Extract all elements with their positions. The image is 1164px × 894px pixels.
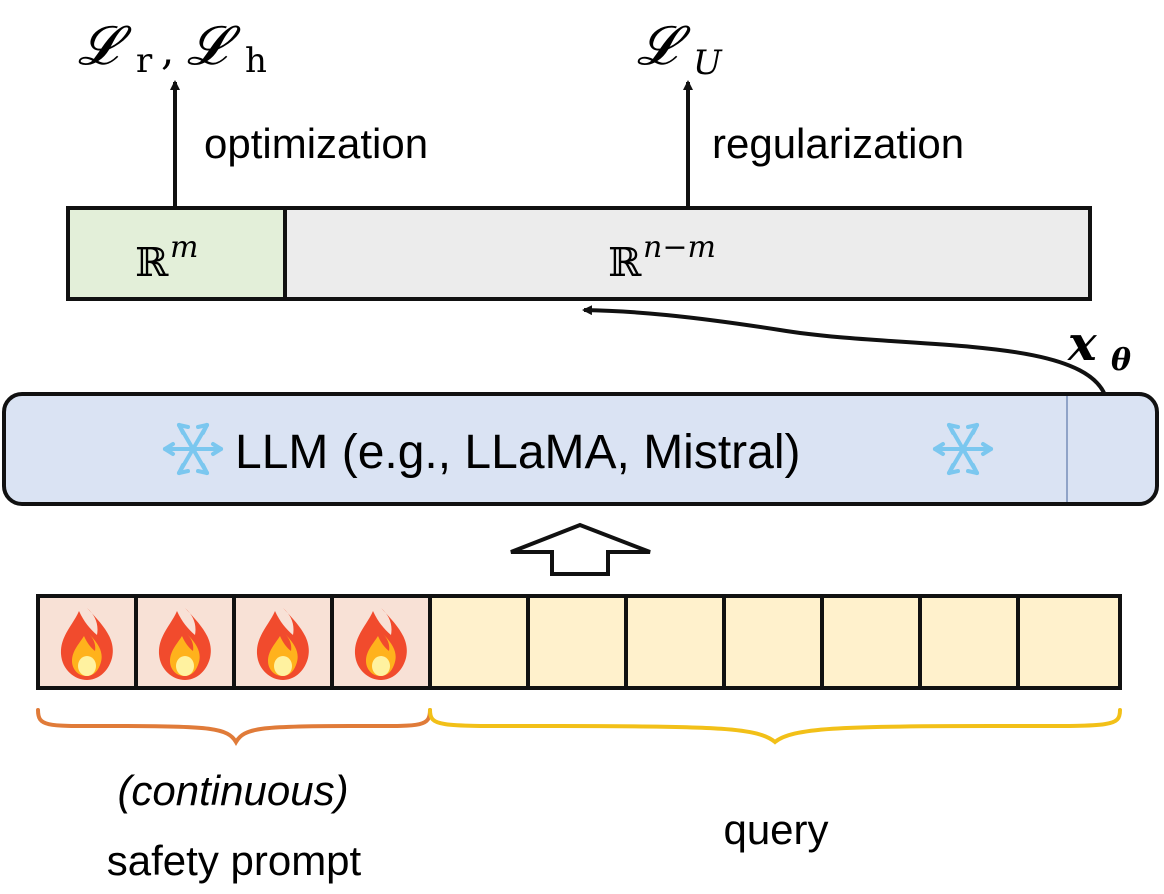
hidden-state-label: 𝒙 𝜽 — [1067, 316, 1131, 378]
fire-icon — [354, 608, 407, 680]
query-token-boxes — [428, 594, 1122, 690]
query-token-box — [428, 594, 530, 690]
hidden-state-theta: 𝜽 — [1111, 343, 1131, 378]
fire-icon — [158, 608, 211, 680]
loss-comma: , — [161, 25, 174, 74]
loss-label-right: 𝓛 U — [637, 14, 723, 83]
loss-l-u-symbol: 𝓛 — [637, 14, 691, 77]
query-token-box — [820, 594, 922, 690]
llm-label: LLM (e.g., LLaMA, Mistral) — [235, 426, 801, 479]
llm-block: LLM (e.g., LLaMA, Mistral) — [2, 392, 1159, 506]
loss-h-subscript: h — [245, 41, 267, 81]
embedding-n-minus-m-sup: n−m — [643, 230, 716, 265]
input-flow-arrow — [510, 522, 651, 576]
continuous-label: (continuous) — [117, 767, 348, 814]
fire-icon — [256, 608, 309, 680]
regularization-label: regularization — [712, 120, 964, 167]
snowflake-icon — [933, 423, 993, 475]
embedding-m-sup: m — [170, 230, 198, 265]
embedding-m-base: ℝ — [135, 240, 169, 286]
loss-l-r-symbol: 𝓛 — [78, 14, 132, 77]
embedding-bar: ℝ m ℝ n−m — [66, 206, 1092, 301]
query-label: query — [723, 806, 828, 853]
embedding-n-minus-m-base: ℝ — [608, 240, 642, 286]
query-token-box — [918, 594, 1020, 690]
loss-r-subscript: r — [136, 41, 153, 81]
snowflake-icon — [163, 423, 223, 475]
hidden-state-arrow — [582, 305, 1107, 396]
query-token-box — [624, 594, 726, 690]
query-bracket — [428, 708, 1122, 745]
loss-label-left: 𝓛 r , 𝓛 h — [78, 14, 267, 81]
fire-icon — [60, 608, 113, 680]
query-token-box — [526, 594, 628, 690]
embedding-segment-n-minus-m — [283, 206, 1092, 301]
query-token-box — [1016, 594, 1122, 690]
loss-l-h-symbol: 𝓛 — [187, 14, 241, 77]
hidden-state-x: 𝒙 — [1067, 316, 1098, 372]
llm-container — [2, 392, 1159, 506]
optimization-label: optimization — [204, 120, 428, 167]
prompt-bracket — [36, 708, 432, 747]
loss-u-subscript: U — [693, 43, 723, 83]
safety-prompt-label: safety prompt — [107, 837, 362, 884]
query-token-box — [722, 594, 824, 690]
